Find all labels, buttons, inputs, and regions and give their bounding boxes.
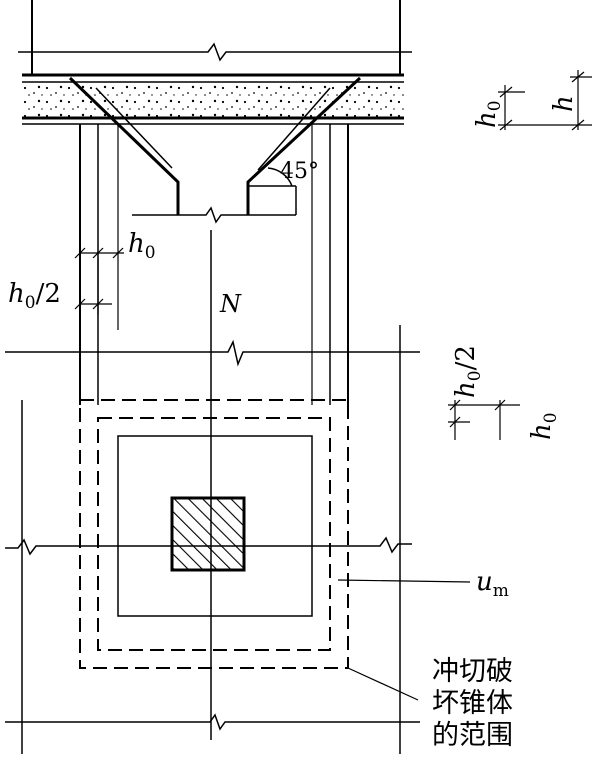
label-h-top: h <box>549 95 579 112</box>
cone-left-outline <box>68 76 180 215</box>
caption-leader <box>347 667 419 701</box>
slab-concrete-fill <box>22 82 404 118</box>
cone-right-outline <box>246 76 362 215</box>
angle-arc <box>267 167 293 187</box>
label-axial-force: N <box>219 290 242 318</box>
labels: h0 h 45° h0 h0/2 N h0/2 h0 um 冲切破 坏锥体 的范… <box>8 95 579 751</box>
middle-dashed-square <box>97 417 331 651</box>
dimensions <box>74 70 592 440</box>
elevation-view <box>5 0 420 740</box>
plan-view <box>5 325 471 754</box>
break-line-top <box>18 42 412 62</box>
cone-left-inner <box>95 87 173 169</box>
inner-solid-square <box>117 435 313 617</box>
outer-dashed-square <box>79 399 349 669</box>
column-section <box>170 496 246 572</box>
label-h0half-right: h0/2 <box>451 345 485 398</box>
break-line-column <box>132 206 296 224</box>
label-h0-right: h0 <box>527 412 561 440</box>
um-leader <box>337 579 471 583</box>
cone-right-inner <box>257 87 331 171</box>
label-h0-left: h0 <box>128 229 156 263</box>
break-line-bottom <box>5 713 420 731</box>
label-h0half-left: h0/2 <box>8 279 61 313</box>
caption-line-1: 冲切破 <box>432 656 513 687</box>
label-angle-45: 45° <box>280 159 319 184</box>
label-h0-top: h0 <box>472 100 505 128</box>
label-um: um <box>476 567 509 601</box>
break-line-middle <box>5 339 420 367</box>
caption-line-3: 的范围 <box>432 720 513 751</box>
caption-line-2: 坏锥体 <box>432 688 513 719</box>
